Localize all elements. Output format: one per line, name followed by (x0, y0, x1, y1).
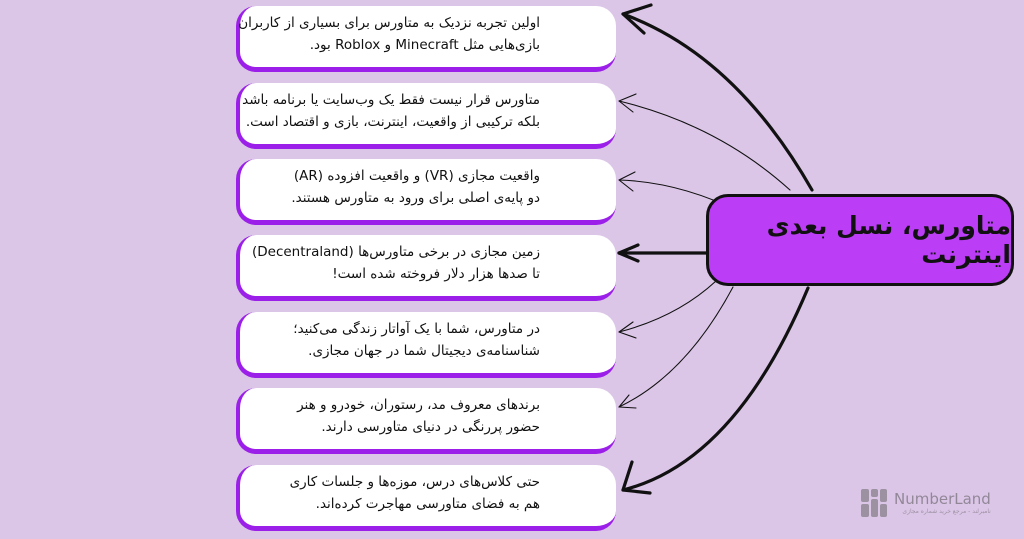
central-topic-title: متاورس، نسل بعدی اینترنت (766, 211, 1011, 269)
arrowhead (618, 321, 637, 339)
arrowhead (618, 93, 637, 113)
logo-tagline: نامبرلند - مرجع خرید شماره مجازی (902, 507, 991, 515)
arrowhead (621, 460, 652, 495)
fact-card: اولین تجربه نزدیک به متاورس برای بسیاری … (236, 6, 616, 72)
arrowhead (621, 3, 653, 35)
arrowhead (617, 243, 640, 263)
numberland-logo-icon (861, 489, 887, 517)
fact-card: متاورس قرار نیست فقط یک وب‌سایت یا برنام… (236, 83, 616, 149)
fact-card-line: برندهای معروف مد، رستوران، خودرو و هنر (297, 397, 540, 413)
fact-card: واقعیت مجازی (VR) و واقعیت افزوده (AR) دو… (236, 159, 616, 225)
connector-arrow (618, 280, 717, 333)
fact-card-line: بازی‌هایی مثل Minecraft و Roblox بود. (309, 37, 540, 53)
fact-card: زمین مجازی در برخی متاورس‌ها (Decentrala… (236, 235, 616, 301)
connector-arrow (621, 286, 810, 492)
fact-card-line: بلکه ترکیبی از واقعیت، اینترنت، بازی و ا… (245, 114, 540, 130)
fact-card-line: متاورس قرار نیست فقط یک وب‌سایت یا برنام… (242, 92, 540, 108)
numberland-logo: NumberLand نامبرلند - مرجع خرید شماره مج… (860, 485, 1010, 521)
fact-card-line: اولین تجربه نزدیک به متاورس برای بسیاری … (238, 15, 540, 31)
central-topic: متاورس، نسل بعدی اینترنت (706, 194, 1014, 286)
fact-card-line: دو پایه‌ی اصلی برای ورود به متاورس هستند… (291, 190, 540, 206)
fact-card: در متاورس، شما با یک آواتار زندگی می‌کنی… (236, 312, 616, 378)
fact-card: برندهای معروف مد، رستوران، خودرو و هنر حض… (236, 388, 616, 454)
arrowhead (618, 171, 636, 192)
connector-arrow (618, 286, 734, 408)
logo-brand: NumberLand (894, 489, 991, 508)
fact-card-line: شناسنامه‌ی دیجیتال شما در جهان مجازی. (308, 343, 540, 359)
fact-card-line: زمین مجازی در برخی متاورس‌ها (Decentrala… (251, 244, 540, 260)
connector-arrow (618, 100, 791, 191)
fact-card-line: واقعیت مجازی (VR) و واقعیت افزوده (AR) (293, 168, 540, 184)
fact-card-line: حضور پررنگی در دنیای متاورسی دارند. (321, 419, 540, 435)
arrowhead (618, 394, 637, 409)
fact-card-line: حتی کلاس‌های درس، موزه‌ها و جلسات کاری (289, 474, 540, 490)
connector-arrow (621, 12, 814, 192)
fact-card: حتی کلاس‌های درس، موزه‌ها و جلسات کاری هم… (236, 465, 616, 531)
fact-card-line: هم به فضای متاورسی مهاجرت کرده‌اند. (315, 496, 540, 512)
fact-card-line: در متاورس، شما با یک آواتار زندگی می‌کنی… (293, 321, 540, 337)
fact-card-line: تا صدها هزار دلار فروخته شده است! (332, 266, 540, 282)
